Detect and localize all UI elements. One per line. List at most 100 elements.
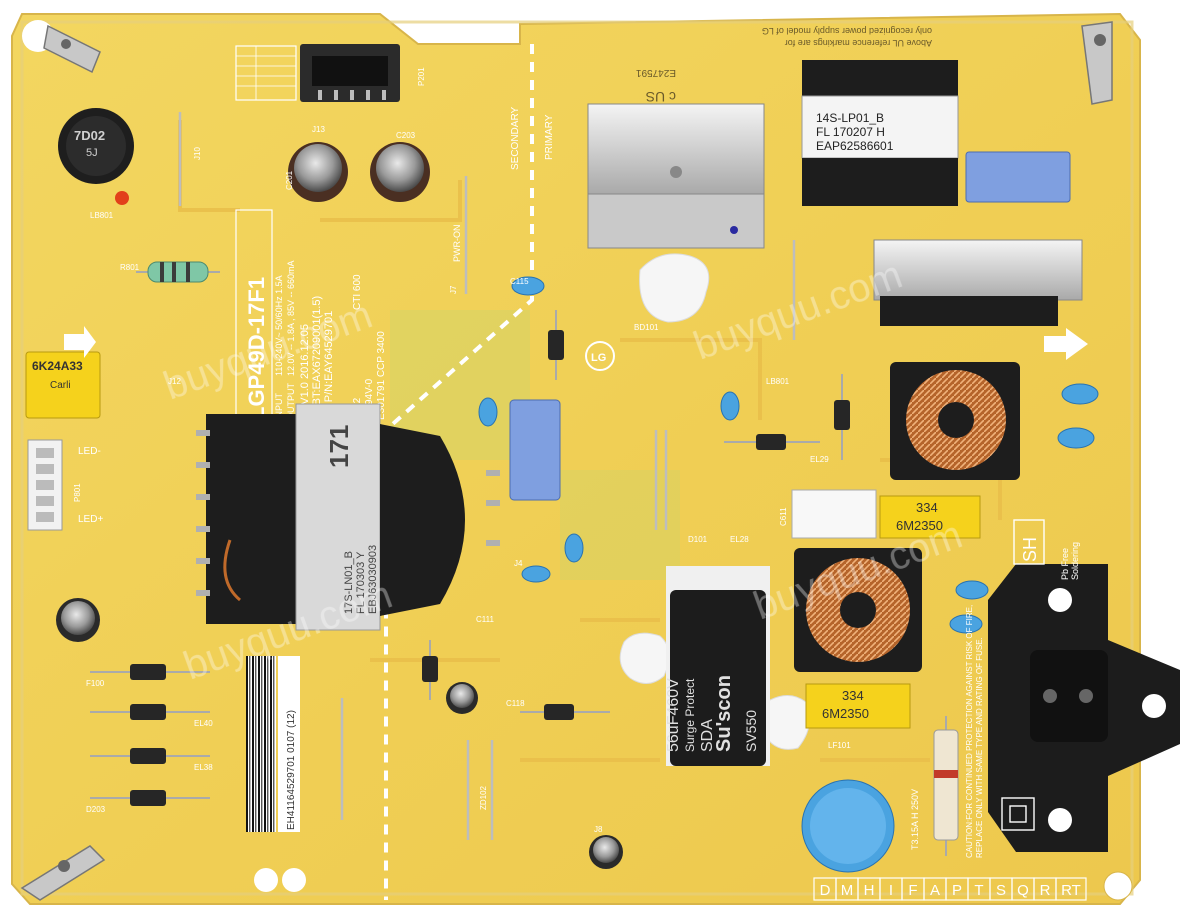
barcode-label: EH41164529701 0107 (12)	[246, 656, 300, 832]
svg-text:C201: C201	[285, 170, 294, 190]
svg-text:EL38: EL38	[194, 763, 213, 772]
transformer-top: 14S-LP01_B FL 170207 H EAP62586601	[801, 60, 959, 206]
svg-text:17S-LN01_B: 17S-LN01_B	[343, 551, 355, 614]
varistor-va100	[801, 779, 895, 873]
svg-text:14S-LP01_B: 14S-LP01_B	[816, 111, 884, 125]
svg-text:Soldering: Soldering	[1070, 542, 1080, 580]
pb-free-mark: Pb Free Soldering	[1060, 542, 1080, 580]
inductor-l801: 7D02 5J	[58, 108, 134, 184]
connector-p201	[300, 44, 400, 102]
svg-text:5J: 5J	[86, 147, 98, 159]
transformer-t101: 17S-LN01_B FL 170303 Y EBJ63030903 171	[196, 403, 500, 631]
capacitor-c201	[288, 142, 348, 202]
svg-text:C115: C115	[510, 277, 529, 286]
svg-text:C203: C203	[396, 131, 416, 140]
letter-i: I	[889, 882, 893, 899]
led-minus-label: LED-	[78, 446, 101, 457]
resistor-r801	[136, 261, 220, 283]
svg-text:only recognized power supply m: only recognized power supply model of LG	[762, 26, 932, 36]
svg-text:FL 170303 Y: FL 170303 Y	[355, 551, 367, 614]
mounting-clip-top-left	[22, 20, 101, 74]
ul-mark: c US	[646, 89, 676, 105]
reference-designators: P801 J10 R801 LB801 J13 C201 C203 P201 J…	[73, 67, 851, 834]
svg-text:J4: J4	[514, 559, 523, 568]
svg-text:INPUT: INPUT	[274, 392, 284, 420]
svg-text:EL29: EL29	[810, 455, 829, 464]
svg-text:334: 334	[842, 688, 864, 703]
ul-number: E247591	[636, 67, 676, 78]
fuse-rating: T3.15A H 250V	[910, 789, 920, 850]
secondary-label: SECONDARY	[510, 107, 521, 170]
svg-text:Above UL reference markings ar: Above UL reference markings are for	[785, 38, 932, 48]
capacitor-cx101: 334 6M2350	[805, 683, 911, 729]
fuse-caution: CAUTION:FOR CONTINUED PROTECTION AGAINST…	[965, 605, 984, 858]
capacitor-c203	[370, 142, 430, 202]
svg-text:12.0V -- 1.8A , 85V -- 660mA: 12.0V -- 1.8A , 85V -- 660mA	[286, 260, 296, 376]
capacitor-c118	[446, 682, 478, 714]
svg-text:J7: J7	[449, 285, 458, 294]
letter-f: F	[908, 882, 917, 899]
ul-note: Above UL reference markings are for only…	[762, 26, 932, 48]
capacitor-cx102: 334 6M2350	[879, 495, 981, 539]
svg-text:MB94V-0: MB94V-0	[364, 378, 375, 420]
svg-text:C611: C611	[779, 507, 788, 526]
svg-text:171: 171	[324, 425, 354, 468]
y-capacitors	[478, 276, 1099, 634]
sh-mark	[1013, 519, 1045, 565]
capacitor-c115	[509, 399, 561, 501]
svg-text:LG P/N:EAY64529701: LG P/N:EAY64529701	[323, 311, 335, 420]
svg-text:6M2350: 6M2350	[896, 518, 943, 533]
jumpers	[178, 112, 796, 840]
svg-text:J8: J8	[594, 825, 603, 834]
letter-h: H	[864, 882, 875, 899]
svg-text:EH41164529701 0107 (12): EH41164529701 0107 (12)	[286, 710, 297, 830]
svg-text:SDA: SDA	[699, 719, 716, 752]
svg-text:E301791 CCP 3400: E301791 CCP 3400	[376, 331, 387, 420]
svg-text:P201: P201	[417, 67, 426, 86]
pin-table	[235, 45, 297, 101]
svg-text:EBJ63030903: EBJ63030903	[367, 545, 379, 614]
mounting-clip-bottom-left	[20, 845, 106, 901]
connector-p801	[27, 439, 63, 531]
svg-text:EL40: EL40	[194, 719, 213, 728]
svg-text:7D02: 7D02	[74, 128, 105, 143]
svg-text:F100: F100	[86, 679, 105, 688]
svg-text:56uF460V: 56uF460V	[665, 678, 682, 752]
svg-text:C111: C111	[476, 615, 494, 624]
letter-m: M	[841, 882, 854, 899]
svg-text:334: 334	[916, 500, 938, 515]
svg-text:OUTPUT: OUTPUT	[286, 383, 296, 421]
svg-text:LF101: LF101	[828, 741, 851, 750]
svg-text:EAP62586601: EAP62586601	[816, 139, 894, 153]
svg-text:CAUTION:FOR CONTINUED PROTECTI: CAUTION:FOR CONTINUED PROTECTION AGAINST…	[965, 605, 974, 858]
svg-text:D203: D203	[86, 805, 106, 814]
capacitor-c117	[589, 835, 623, 869]
svg-text:J12: J12	[168, 377, 181, 386]
svg-text:LB801: LB801	[90, 211, 114, 220]
model-label-block: LGP49D-17F1 INPUT 110-240V~ 50/60Hz 1.5A…	[244, 260, 335, 420]
arrow-right	[1044, 328, 1088, 360]
arrow-left	[64, 326, 96, 358]
svg-text:CTI 600: CTI 600	[352, 274, 363, 310]
letter-a: A	[930, 882, 940, 899]
diodes	[90, 310, 850, 806]
letter-rt: RT	[1061, 882, 1081, 899]
svg-text:BD101: BD101	[634, 323, 659, 332]
letter-d: D	[820, 882, 831, 899]
letter-q: Q	[1017, 882, 1029, 899]
red-led	[115, 191, 129, 205]
svg-text:REPLACE ONLY WITH SAME TYPE AN: REPLACE ONLY WITH SAME TYPE AND RATING O…	[975, 637, 984, 858]
model-title: LGP49D-17F1	[244, 277, 269, 420]
lg-logo: LG	[585, 341, 615, 371]
svg-text:J10: J10	[193, 147, 202, 160]
mounting-clip-top-right	[1081, 21, 1113, 105]
svg-text:R801: R801	[120, 263, 140, 272]
svg-text:Pb Free: Pb Free	[1060, 548, 1070, 580]
thermistor-th101	[791, 489, 877, 539]
letter-s: S	[996, 882, 1006, 899]
svg-text:LB801: LB801	[766, 377, 790, 386]
capacitor-c205	[56, 598, 100, 642]
svg-text:SH: SH	[1020, 537, 1040, 562]
